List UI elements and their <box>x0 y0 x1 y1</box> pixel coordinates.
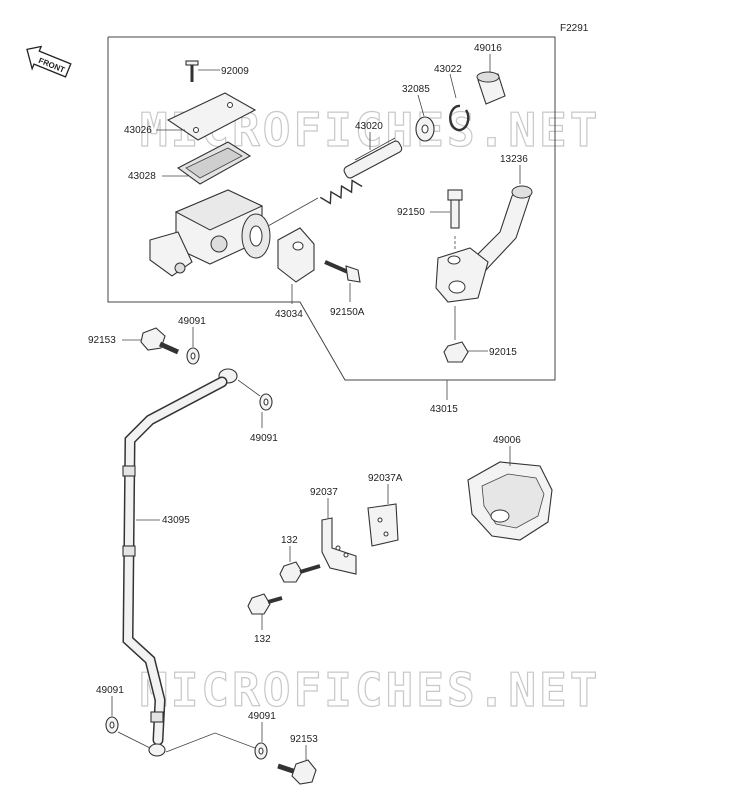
label-43026: 43026 <box>124 125 152 136</box>
bolt-132-a <box>279 561 321 583</box>
brake-hose-43095 <box>122 368 238 757</box>
label-43095: 43095 <box>162 515 190 526</box>
label-32085: 32085 <box>402 84 430 95</box>
clamp-43034 <box>277 227 315 283</box>
boot-32085 <box>415 116 435 142</box>
label-92015: 92015 <box>489 347 517 358</box>
bracket-92037A <box>367 503 399 547</box>
label-92009: 92009 <box>221 66 249 77</box>
lever-13236 <box>469 185 533 271</box>
screw-92009 <box>185 60 199 82</box>
dust-cover-49016 <box>476 71 506 105</box>
bracket-92037 <box>321 517 357 575</box>
circlip-43022 <box>449 104 470 132</box>
label-49016: 49016 <box>474 43 502 54</box>
label-132-a: 132 <box>281 535 298 546</box>
banjo-bolt-92153-bottom <box>277 759 317 785</box>
label-92037A: 92037A <box>368 473 403 484</box>
master-cylinder-body <box>149 189 271 277</box>
label-92037: 92037 <box>310 487 338 498</box>
washer-49091-a <box>186 347 200 365</box>
label-43020: 43020 <box>355 121 383 132</box>
label-43034: 43034 <box>275 309 303 320</box>
label-43015: 43015 <box>430 404 458 415</box>
label-43028: 43028 <box>128 171 156 182</box>
label-92150A: 92150A <box>330 307 365 318</box>
piston-spring-43020 <box>267 137 403 227</box>
label-49091-b: 49091 <box>250 433 278 444</box>
label-49006: 49006 <box>493 435 521 446</box>
figure-code: F2291 <box>560 23 589 34</box>
front-arrow-icon: FRONT <box>26 45 72 78</box>
washer-49091-b <box>259 393 273 411</box>
label-92153-top: 92153 <box>88 335 116 346</box>
lever-holder <box>435 247 489 303</box>
washer-49091-c <box>105 716 119 734</box>
assembly-frame <box>107 36 556 381</box>
label-92150: 92150 <box>397 207 425 218</box>
label-49091-d: 49091 <box>248 711 276 722</box>
label-49091-a: 49091 <box>178 316 206 327</box>
label-92153-bottom: 92153 <box>290 734 318 745</box>
nut-92015 <box>443 341 469 363</box>
lever-guard-49006 <box>467 461 553 541</box>
clamp-bolt-92150A <box>324 260 361 283</box>
watermark-bottom: MICROFICHES.NET <box>140 663 600 717</box>
washer-49091-d <box>254 742 268 760</box>
banjo-bolt-92153-top <box>140 327 180 355</box>
diaphragm-43028 <box>176 141 252 185</box>
pivot-bolt-92150 <box>447 189 463 229</box>
label-132-b: 132 <box>254 634 271 645</box>
reservoir-cap-43026 <box>166 92 257 141</box>
label-13236: 13236 <box>500 154 528 165</box>
bolt-132-b <box>247 593 283 615</box>
label-43022: 43022 <box>434 64 462 75</box>
label-49091-c: 49091 <box>96 685 124 696</box>
